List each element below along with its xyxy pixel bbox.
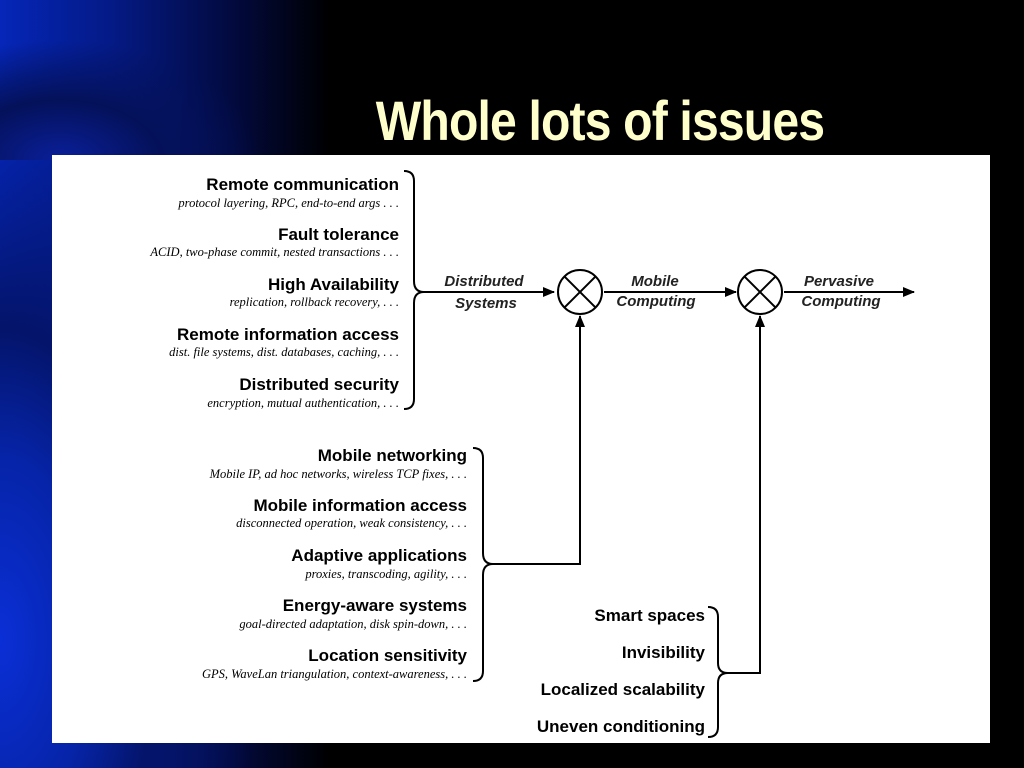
- group-item-title: Smart spaces: [594, 606, 705, 625]
- group-item-subtitle: GPS, WaveLan triangulation, context-awar…: [202, 667, 467, 681]
- background-corner: [0, 0, 330, 160]
- group-item-title: Invisibility: [622, 643, 706, 662]
- group-item-title: Energy-aware systems: [283, 596, 467, 615]
- slide-title: Whole lots of issues: [375, 89, 825, 152]
- junction-circle-pervasive: [737, 269, 783, 315]
- diagram-panel: Remote communication protocol layering, …: [52, 155, 990, 743]
- group-item-subtitle: ACID, two-phase commit, nested transacti…: [149, 245, 399, 259]
- group-item-title: Adaptive applications: [291, 546, 467, 565]
- arrow-mobile-up: [493, 315, 585, 565]
- diagram-svg: Remote communication protocol layering, …: [149, 170, 915, 738]
- group-item-title: Localized scalability: [541, 680, 706, 699]
- distributed-group: Remote communication protocol layering, …: [149, 170, 425, 410]
- group-item-title: Location sensitivity: [308, 646, 467, 665]
- stage-label-pervasive: Pervasive: [804, 273, 874, 290]
- stage-label-distributed: Systems: [455, 295, 517, 312]
- group-item-title: High Availability: [268, 275, 400, 294]
- stage-label-mobile: Computing: [616, 293, 695, 310]
- group-item-title: Mobile information access: [254, 496, 468, 515]
- group-item-subtitle: disconnected operation, weak consistency…: [236, 516, 467, 530]
- group-item-subtitle: encryption, mutual authentication, . . .: [207, 396, 399, 410]
- mobile-brace: [472, 447, 494, 682]
- group-item-title: Remote communication: [206, 175, 399, 194]
- stage-label-pervasive: Computing: [801, 293, 880, 310]
- stage-label-mobile: Mobile: [631, 273, 679, 290]
- group-item-title: Remote information access: [177, 325, 399, 344]
- group-item-title: Distributed security: [239, 375, 399, 394]
- group-item-subtitle: proxies, transcoding, agility, . . .: [304, 567, 467, 581]
- stage-label-distributed: Distributed: [444, 273, 524, 290]
- group-item-subtitle: protocol layering, RPC, end-to-end args …: [177, 196, 399, 210]
- pervasive-group: Smart spaces Invisibility Localized scal…: [537, 606, 729, 738]
- mobile-group: Mobile networking Mobile IP, ad hoc netw…: [202, 446, 494, 682]
- arrow-pervasive-up: [728, 315, 765, 674]
- group-item-title: Fault tolerance: [278, 225, 399, 244]
- group-item-subtitle: Mobile IP, ad hoc networks, wireless TCP…: [209, 467, 467, 481]
- group-item-title: Mobile networking: [318, 446, 467, 465]
- distributed-brace: [403, 170, 425, 410]
- junction-circle-mobile: [557, 269, 603, 315]
- group-item-title: Uneven conditioning: [537, 717, 705, 736]
- pervasive-brace: [707, 606, 729, 738]
- group-item-subtitle: goal-directed adaptation, disk spin-down…: [239, 617, 467, 631]
- group-item-subtitle: replication, rollback recovery, . . .: [230, 295, 399, 309]
- group-item-subtitle: dist. file systems, dist. databases, cac…: [169, 345, 399, 359]
